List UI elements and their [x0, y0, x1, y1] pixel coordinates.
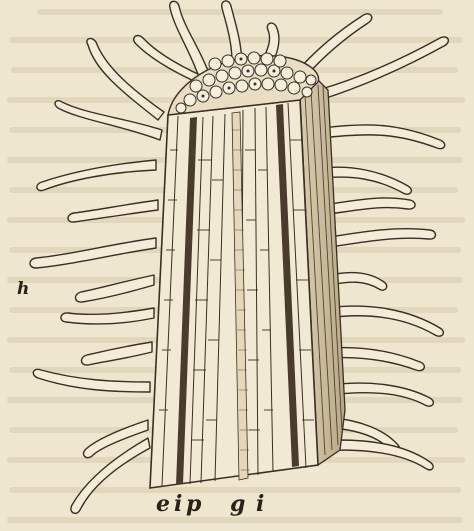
- root-hair: [75, 275, 154, 302]
- root-hair: [30, 238, 156, 268]
- bottom-labels: e i p g i: [152, 491, 332, 521]
- root-hair: [71, 438, 150, 513]
- root-hair: [322, 167, 411, 194]
- longitudinal-section: [150, 100, 318, 488]
- root-hair: [326, 306, 443, 336]
- root-hair: [68, 200, 158, 222]
- root-hair: [37, 160, 156, 191]
- label-e: e: [156, 491, 170, 517]
- root-hair: [61, 308, 154, 324]
- label-h: h: [17, 279, 29, 299]
- root-hair: [340, 440, 433, 470]
- root-hair: [322, 198, 415, 215]
- label-i-right: i: [256, 491, 264, 517]
- label-p: p: [186, 491, 201, 517]
- label-g: g: [230, 491, 245, 517]
- root-hair: [33, 369, 150, 392]
- root-hair: [81, 342, 152, 365]
- label-i-left: i: [174, 491, 182, 517]
- root-hair: [322, 125, 445, 149]
- root-hair: [330, 383, 433, 406]
- root-hair: [324, 229, 436, 248]
